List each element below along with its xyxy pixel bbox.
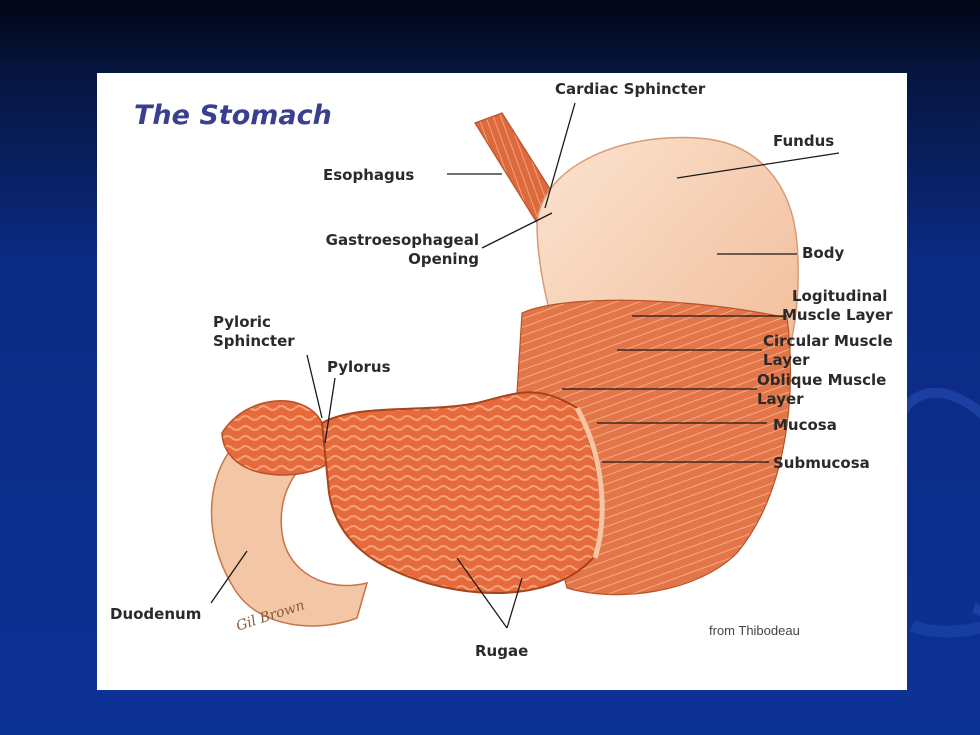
label-circular-line1: Circular Muscle — [763, 332, 893, 350]
label-submucosa: Submucosa — [773, 454, 870, 472]
label-body: Body — [802, 244, 845, 262]
duodenum-shape — [210, 432, 369, 627]
label-oblique-line2: Layer — [757, 390, 804, 408]
label-gastroesophageal-opening: Gastroesophageal Opening — [293, 231, 479, 269]
label-pyloric-sphincter: Pyloric Sphincter — [213, 313, 295, 351]
label-gastroesophageal-line1: Gastroesophageal — [325, 231, 479, 249]
label-gastroesophageal-line2: Opening — [408, 250, 479, 268]
label-pyloric-line2: Sphincter — [213, 332, 295, 350]
diagram-panel: The Stomach Cardiac Sphincter Fundus Eso… — [97, 73, 907, 690]
label-longitudinal-line1: Logitudinal — [792, 287, 888, 305]
source-credit: from Thibodeau — [709, 623, 800, 638]
stomach-illustration — [210, 102, 840, 629]
label-circular-line2: Layer — [763, 351, 810, 369]
label-pylorus: Pylorus — [327, 358, 391, 376]
label-longitudinal-line2: Muscle Layer — [782, 306, 893, 324]
label-duodenum: Duodenum — [110, 605, 202, 623]
label-fundus: Fundus — [773, 132, 835, 150]
pylorus-shape — [221, 400, 330, 476]
label-esophagus: Esophagus — [323, 166, 415, 184]
label-oblique-muscle-layer: Oblique Muscle Layer — [757, 371, 886, 409]
label-mucosa: Mucosa — [773, 416, 837, 434]
label-pyloric-line1: Pyloric — [213, 313, 271, 331]
label-circular-muscle-layer: Circular Muscle Layer — [763, 332, 893, 370]
label-longitudinal-muscle-layer: Logitudinal Muscle Layer — [782, 287, 893, 325]
submucosa-edge — [574, 406, 605, 559]
diagram-title: The Stomach — [134, 100, 332, 131]
label-oblique-line1: Oblique Muscle — [757, 371, 887, 389]
label-rugae: Rugae — [475, 642, 529, 660]
leader-lines — [210, 102, 840, 629]
label-cardiac-sphincter: Cardiac Sphincter — [555, 80, 706, 98]
mucosa-cutaway-shape — [320, 391, 602, 594]
